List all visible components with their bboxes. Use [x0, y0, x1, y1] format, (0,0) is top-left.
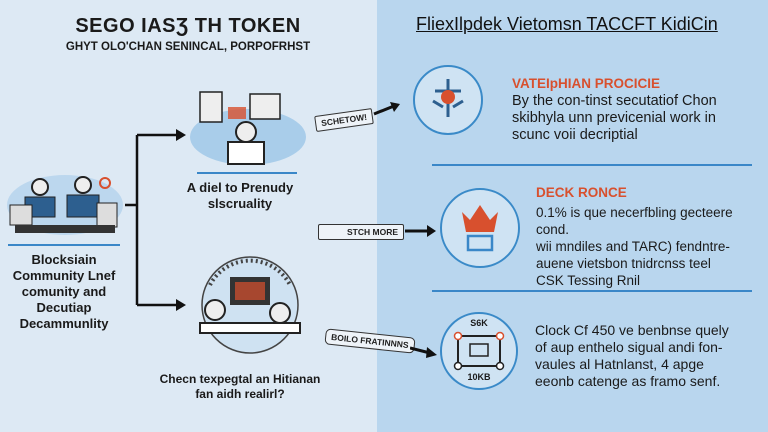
community-caption-line: Community Lnef: [12, 268, 116, 283]
community-caption-line: Decammunlity: [19, 316, 109, 331]
training-caption-line: fan aidh realirl?: [195, 387, 285, 401]
fire-shield-icon: [462, 205, 498, 252]
item1-text-line: By the con-tinst secutatiof Chon: [512, 93, 717, 109]
community-illustration-icon: [7, 175, 123, 235]
item3-text-line: eeonb catenge as framo senf.: [535, 373, 721, 389]
item3-icon-bottom-label: 10KB: [467, 372, 491, 382]
item3-icon-top-label: S6K: [470, 318, 488, 328]
security-caption-line: A diel to Prenudy: [186, 180, 294, 195]
item1-text-line: skibhyla unn previcenial work in: [512, 110, 716, 126]
tag-middle: STCH MORE: [318, 224, 404, 240]
item3-text-line: vaules al Hatnlanst, 4 apge: [535, 356, 704, 372]
right-title: FliexIlpdek Vietomsn TACCFT KidiCin: [416, 14, 718, 34]
item3-text-line: of aup enthelo sigual andi fon-: [535, 339, 723, 355]
arrow-right-icon: [405, 225, 436, 237]
arrow-right-icon: [373, 102, 400, 116]
network-node-icon: [453, 331, 505, 371]
item1-heading: VATEIpHIAN PROCICIE: [512, 76, 661, 91]
item1-text-line: scunc voii decriptial: [512, 127, 638, 143]
satellite-icon: [432, 79, 464, 117]
training-illustration-icon: [199, 256, 301, 354]
item2-text-line: 0.1% is que necerfbling gecteere cond.: [536, 205, 733, 237]
security-illustration-icon: [190, 91, 306, 165]
item3-icon-circle: S6K 10KB: [440, 312, 518, 390]
left-subtitle: GHYT OLO'CHAN SENINCAL, PORPOFRHST: [65, 41, 311, 53]
community-caption-line: Blocksiain: [31, 252, 97, 267]
flow-connector-arrows: [125, 129, 186, 311]
item3-text-line: Clock Cf 450 ve benbnse quely: [535, 322, 729, 338]
item2-text-line: auene vietsbon tnidrcnss teel: [536, 256, 711, 271]
item2-heading: DECK RONCE: [536, 185, 627, 200]
item-divider: [432, 164, 752, 166]
item-divider: [432, 290, 752, 292]
community-divider: [8, 244, 120, 246]
training-caption-line: Checn texpegtal an Hitianan: [159, 372, 321, 386]
item2-text-line: CSK Tessing Rnil: [536, 273, 641, 288]
arrow-right-icon: [410, 346, 437, 358]
item1-icon-circle: [413, 65, 483, 135]
community-caption-line: comunity and: [21, 284, 107, 299]
security-caption-line: slscruality: [207, 196, 273, 211]
community-caption-line: Decutiap: [36, 300, 92, 315]
item2-text-line: wii mndiles and TARC) fendntre-: [536, 239, 730, 254]
security-divider: [197, 172, 297, 174]
tag-top: SCHETOW!: [314, 108, 374, 132]
item2-icon-circle: [440, 188, 520, 268]
left-title: SEGO IASƷ TH TOKEN: [75, 15, 301, 37]
